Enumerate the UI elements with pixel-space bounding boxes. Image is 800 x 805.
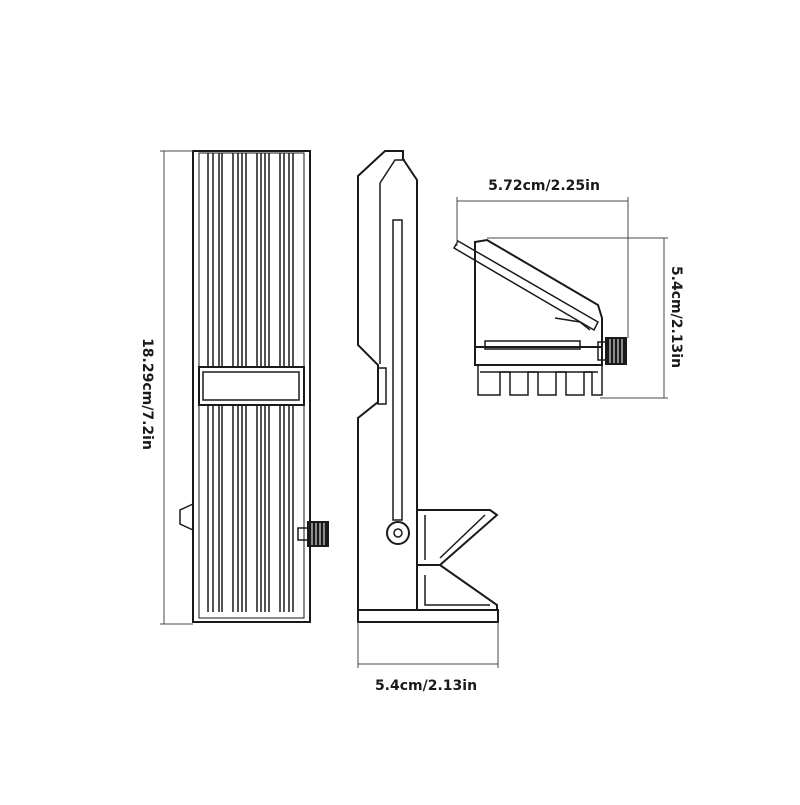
front-center-window xyxy=(202,371,300,401)
front-upper-slots xyxy=(207,153,294,366)
side-clip xyxy=(377,367,387,405)
top-height-dimension-label: 5.4cm/2.13in xyxy=(668,265,684,369)
front-center-band xyxy=(198,366,305,406)
top-view xyxy=(452,238,627,396)
height-dimension-label: 18.29cm/7.2in xyxy=(139,338,155,450)
front-lower-slots xyxy=(207,406,294,612)
front-view xyxy=(179,150,329,623)
bottom-width-dimension-label: 5.4cm/2.13in xyxy=(374,678,478,694)
side-support-upper xyxy=(417,509,499,566)
hinge-icon xyxy=(386,521,410,545)
side-body-outline xyxy=(357,150,418,611)
dimension-lines xyxy=(160,150,668,668)
side-base-plate xyxy=(357,609,499,623)
top-base-feet xyxy=(477,366,603,396)
top-width-dimension-label: 5.72cm/2.25in xyxy=(488,178,600,194)
side-inner-line xyxy=(379,159,405,184)
top-thumb-screw-knob xyxy=(605,337,627,365)
side-slot-channel xyxy=(392,219,403,521)
side-support-lower xyxy=(417,564,498,611)
top-base-rail xyxy=(474,346,603,366)
front-left-tab xyxy=(179,503,194,531)
front-outer-frame xyxy=(192,150,311,623)
top-panel xyxy=(474,238,603,347)
front-thumb-screw-knob xyxy=(307,521,329,547)
side-view xyxy=(357,150,499,623)
front-screw-collar xyxy=(297,527,309,541)
